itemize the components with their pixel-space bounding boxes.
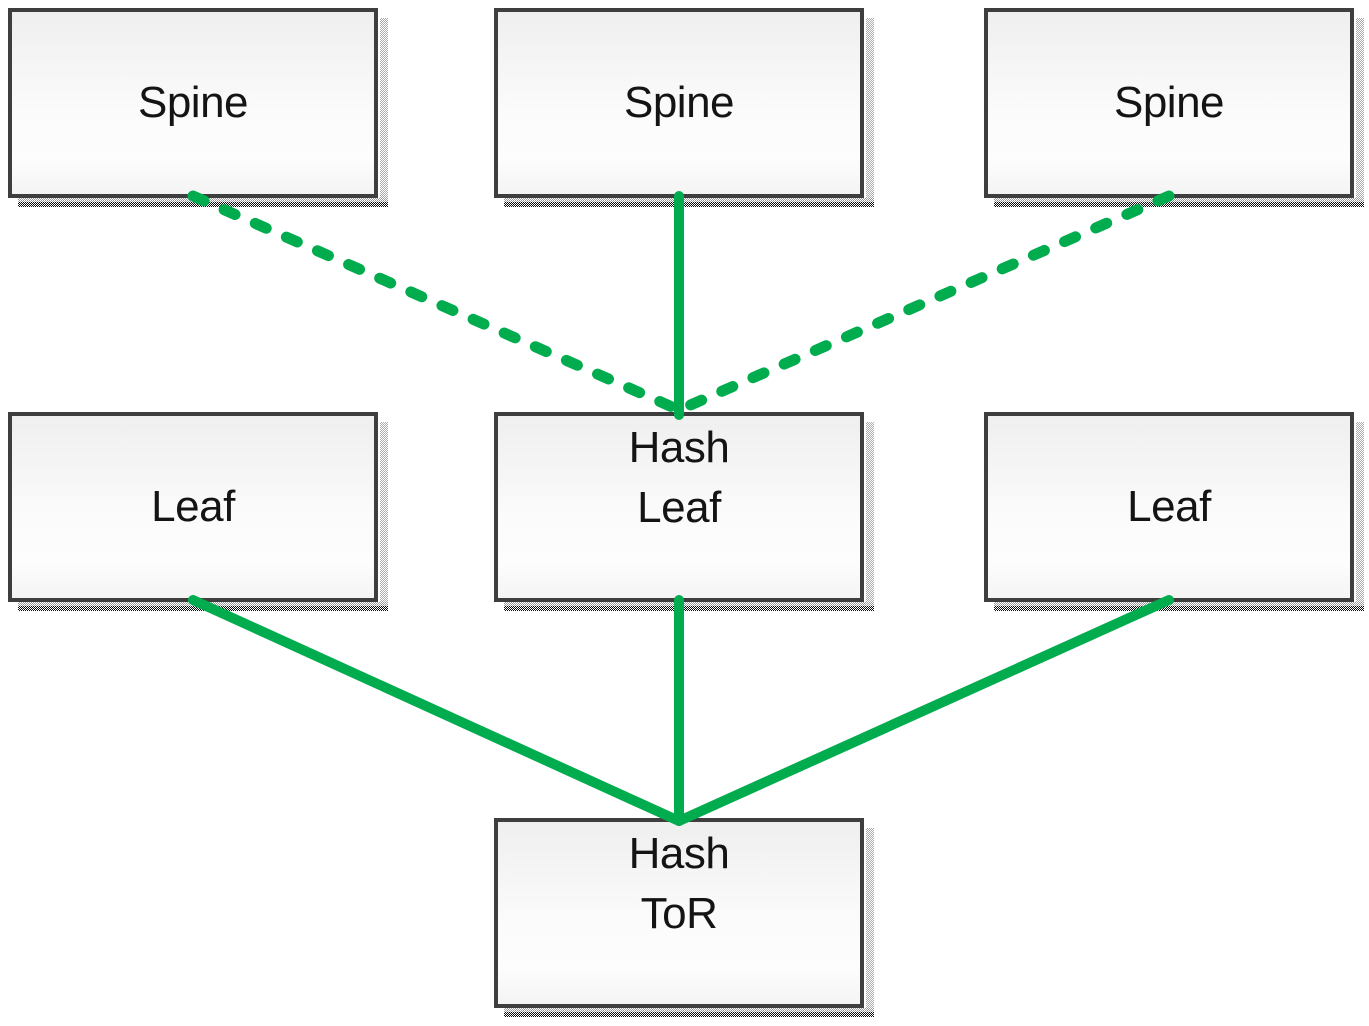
- shadow-bottom-dark: [504, 1012, 874, 1017]
- node-hash-leaf: Hash Leaf: [494, 412, 874, 611]
- node-label-line: Hash: [628, 829, 730, 878]
- shadow-bottom-light: [994, 198, 1364, 202]
- node-spine-2-label: Spine: [498, 12, 860, 194]
- node-label-line: ToR: [640, 888, 718, 938]
- shadow-bottom-light: [504, 1008, 874, 1012]
- node-hash-tor: Hash ToR: [494, 818, 874, 1017]
- node-label-line: Leaf: [151, 482, 235, 532]
- edge-leaf1-hashtor-solid: [188, 595, 684, 826]
- node-hash-tor-label: Hash ToR: [498, 822, 860, 1004]
- node-leaf-2-label: Leaf: [988, 416, 1350, 598]
- node-leaf-1: Leaf: [8, 412, 388, 611]
- node-spine-1-label: Spine: [12, 12, 374, 194]
- node-label-line: Spine: [137, 78, 249, 128]
- shadow-right: [866, 828, 874, 1011]
- node-label-line: Spine: [1113, 78, 1225, 128]
- edge-spine1-hashleaf-dashed: [187, 190, 685, 416]
- shadow-bottom-dark: [504, 606, 874, 611]
- shadow-right: [1356, 422, 1364, 605]
- shadow-bottom-dark: [18, 202, 388, 207]
- node-spine-1: Spine: [8, 8, 388, 207]
- node-spine-3-label: Spine: [988, 12, 1350, 194]
- node-label-line: Leaf: [637, 482, 721, 532]
- shadow-bottom-dark: [18, 606, 388, 611]
- shadow-right: [380, 18, 388, 201]
- node-spine-2: Spine: [494, 8, 874, 207]
- edge-spine3-hashleaf-dashed: [673, 190, 1175, 416]
- node-leaf-1-label: Leaf: [12, 416, 374, 598]
- shadow-right: [866, 18, 874, 201]
- shadow-bottom-dark: [994, 606, 1364, 611]
- node-label-line: Leaf: [1127, 482, 1211, 532]
- shadow-right: [866, 422, 874, 605]
- node-label-line: Spine: [623, 78, 735, 128]
- edge-leaf2-hashtor-solid: [674, 595, 1174, 826]
- node-hash-leaf-label: Hash Leaf: [498, 416, 860, 598]
- shadow-right: [1356, 18, 1364, 201]
- shadow-right: [380, 422, 388, 605]
- node-spine-3: Spine: [984, 8, 1364, 207]
- node-leaf-2: Leaf: [984, 412, 1364, 611]
- node-label-line: Hash: [628, 423, 730, 472]
- shadow-bottom-dark: [504, 202, 874, 207]
- shadow-bottom-light: [994, 602, 1364, 606]
- shadow-bottom-dark: [994, 202, 1364, 207]
